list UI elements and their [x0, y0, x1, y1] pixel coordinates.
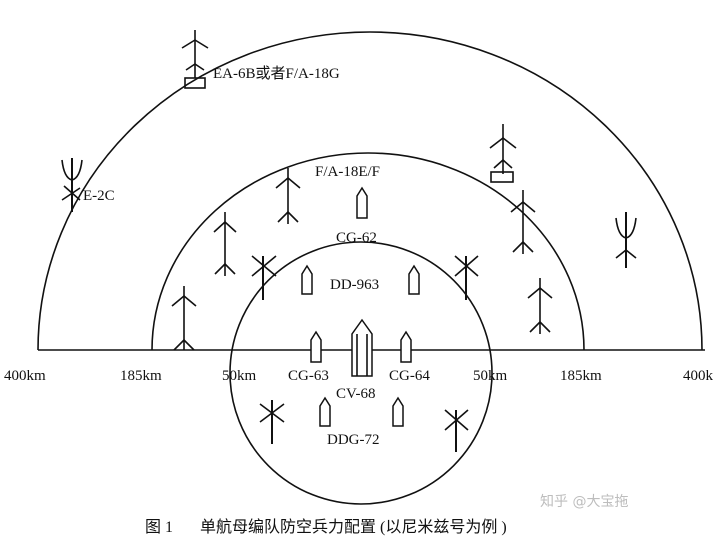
ring-label-50km-left: 50km	[222, 368, 257, 384]
cg64-label: CG-64	[389, 368, 430, 384]
e2c-right-aircraft-icon	[615, 212, 637, 268]
figure-caption: 单航母编队防空兵力配置 (以尼米兹号为例 )	[200, 518, 507, 536]
outer-ring-400km	[37, 31, 703, 351]
ea6b-aircraft-icon	[181, 30, 209, 78]
ring-label-50km-right: 50km	[473, 368, 508, 384]
middle-ring-185km	[151, 152, 585, 351]
cv68-label: CV-68	[336, 386, 375, 402]
fighter-icon	[527, 278, 553, 334]
ring-label-400km-right: 400k	[683, 368, 714, 384]
cg62-ship-icon	[356, 186, 368, 219]
ring-label-185km-left: 185km	[120, 368, 162, 384]
helicopter-icon	[454, 255, 479, 300]
dd963-ship-icon-left	[301, 264, 313, 295]
fighter-icon	[510, 190, 536, 254]
ea6b-right-aircraft-icon	[489, 124, 517, 174]
e2c-label: E-2C	[83, 188, 115, 204]
inner-ring-50km	[229, 241, 493, 505]
helicopter-icon	[251, 255, 277, 300]
cg63-label: CG-63	[288, 368, 329, 384]
fighter-icon	[275, 168, 301, 224]
fa18ef-label: F/A-18E/F	[315, 164, 380, 180]
ring-label-400km-left: 400km	[4, 368, 46, 384]
ddg72-ship-icon-left	[319, 396, 331, 427]
helicopter-icon	[259, 400, 285, 444]
ea6b-label: EA-6B或者F/A-18G	[213, 65, 340, 82]
fighter-icon	[171, 286, 197, 351]
ea6b-right-box-icon	[490, 171, 514, 183]
cg64-ship-icon	[400, 330, 412, 363]
ddg72-ship-icon-right	[392, 396, 404, 427]
helicopter-icon	[444, 409, 469, 452]
fighter-icon	[213, 212, 237, 276]
cg63-ship-icon	[310, 330, 322, 363]
e2c-aircraft-icon	[61, 158, 83, 212]
dd963-ship-icon-right	[408, 264, 420, 295]
cv68-carrier-icon	[351, 318, 373, 377]
ddg72-label: DDG-72	[327, 432, 380, 448]
cg62-label: CG-62	[336, 230, 377, 246]
dd963-label: DD-963	[330, 277, 379, 293]
ring-label-185km-right: 185km	[560, 368, 602, 384]
ea6b-box-icon	[184, 77, 206, 89]
watermark: 知乎 @大宝拖	[540, 493, 628, 510]
figure-number: 图 1	[145, 519, 173, 536]
